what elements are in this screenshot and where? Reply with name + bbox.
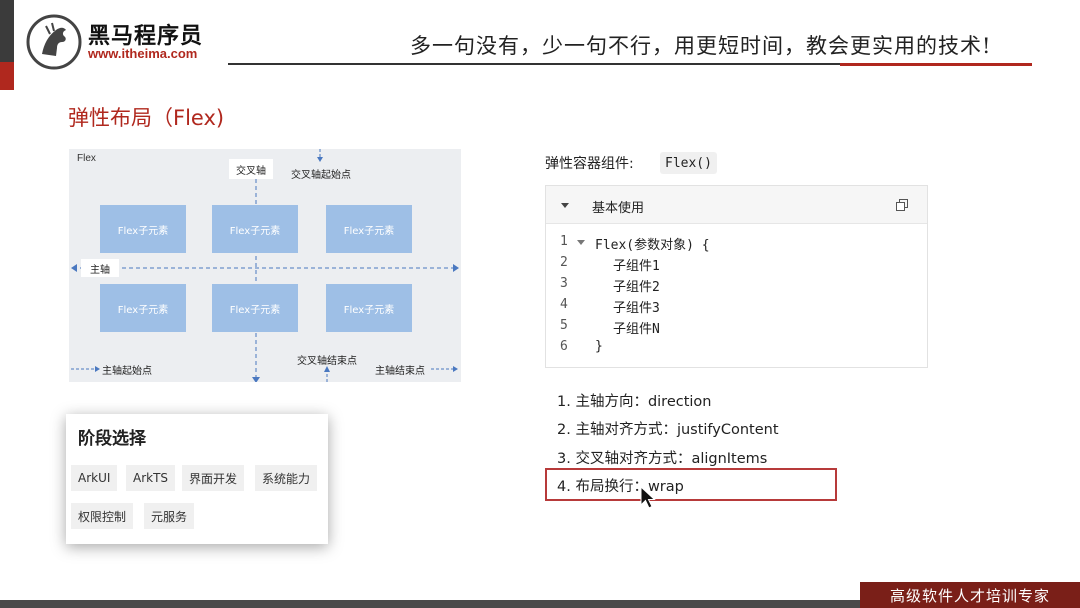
stage-selection-title: 阶段选择 — [78, 429, 146, 449]
code-line: 5 子组件N — [546, 318, 926, 338]
stage-selection-card: 阶段选择 ArkUI ArkTS 界面开发 系统能力 权限控制 元服务 — [66, 414, 328, 544]
flex-child-item: Flex子元素 — [212, 205, 298, 253]
brand-name: 黑马程序员 — [88, 24, 204, 49]
fold-caret-icon[interactable] — [577, 240, 585, 245]
line-number: 2 — [560, 255, 568, 270]
code-line: 1 Flex(参数对象) { — [546, 234, 926, 254]
code-text: Flex(参数对象) { — [595, 238, 710, 253]
wrap-highlight-box — [545, 468, 837, 501]
line-number: 5 — [560, 318, 568, 333]
code-line: 6 } — [546, 339, 926, 359]
point-justify-content: 2. 主轴对齐方式：justifyContent — [557, 422, 779, 438]
code-line: 4 子组件3 — [546, 297, 926, 317]
main-axis-end-label: 主轴结束点 — [375, 366, 425, 377]
code-line: 3 子组件2 — [546, 276, 926, 296]
chip-system-capability[interactable]: 系统能力 — [255, 465, 318, 491]
footer-tagline: 高级软件人才培训专家 — [860, 582, 1080, 608]
code-text: 子组件2 — [613, 280, 660, 295]
chip-arkui[interactable]: ArkUI — [71, 465, 118, 491]
code-text: } — [595, 339, 603, 354]
left-edge-dark-bar — [0, 0, 14, 62]
copy-icon[interactable] — [896, 199, 908, 211]
point-align-items: 3. 交叉轴对齐方式：alignItems — [557, 451, 768, 467]
flex-container-label: 弹性容器组件: — [545, 156, 634, 172]
header-divider-accent — [840, 63, 1032, 66]
line-number: 3 — [560, 276, 568, 291]
chip-ui-development[interactable]: 界面开发 — [182, 465, 245, 491]
main-axis-start-label: 主轴起始点 — [102, 366, 152, 377]
cross-axis-start-label: 交叉轴起始点 — [291, 170, 351, 181]
slogan: 多一句没有，少一句不行，用更短时间，教会更实用的技术! — [410, 34, 992, 58]
code-text: 子组件N — [613, 322, 660, 337]
flex-child-item: Flex子元素 — [100, 284, 186, 332]
footer-bar — [0, 600, 1080, 608]
chip-permission-control[interactable]: 权限控制 — [71, 503, 134, 529]
main-axis-label: 主轴 — [81, 259, 119, 277]
flex-child-item: Flex子元素 — [212, 284, 298, 332]
point-direction: 1. 主轴方向：direction — [557, 394, 712, 410]
axis-lines — [71, 149, 459, 382]
mouse-cursor-icon — [640, 486, 656, 509]
line-number: 6 — [560, 339, 568, 354]
code-panel-title: 基本使用 — [592, 201, 645, 216]
page-title: 弹性布局（Flex) — [68, 106, 225, 130]
code-text: 子组件3 — [613, 301, 660, 316]
flex-child-item: Flex子元素 — [326, 284, 412, 332]
point-wrap: 4. 布局换行：wrap — [557, 479, 684, 495]
line-number: 4 — [560, 297, 568, 312]
flex-inline-code: Flex() — [660, 152, 717, 174]
cross-axis-label: 交叉轴 — [229, 159, 273, 179]
code-panel-header[interactable]: 基本使用 — [546, 186, 927, 224]
line-number: 1 — [560, 234, 568, 249]
chip-atomic-service[interactable]: 元服务 — [144, 503, 195, 529]
left-edge-red-bar — [0, 62, 14, 90]
horse-logo-icon — [26, 14, 82, 70]
diagram-flex-label: Flex — [77, 153, 96, 164]
header-divider — [228, 63, 1032, 65]
collapse-caret-icon[interactable] — [561, 203, 569, 208]
brand-url: www.itheima.com — [88, 46, 198, 61]
flex-child-item: Flex子元素 — [100, 205, 186, 253]
flex-axis-diagram: Flex 交叉轴 交叉轴起始点 主轴 交叉轴结束点 主轴起始点 主轴结束点 Fl… — [69, 149, 461, 382]
code-panel: 基本使用 1 Flex(参数对象) { 2 子组件1 3 子组件2 4 子组件3… — [545, 185, 928, 368]
code-line: 2 子组件1 — [546, 255, 926, 275]
cross-axis-end-label: 交叉轴结束点 — [297, 356, 357, 367]
flex-child-item: Flex子元素 — [326, 205, 412, 253]
code-text: 子组件1 — [613, 259, 660, 274]
chip-arkts[interactable]: ArkTS — [126, 465, 176, 491]
